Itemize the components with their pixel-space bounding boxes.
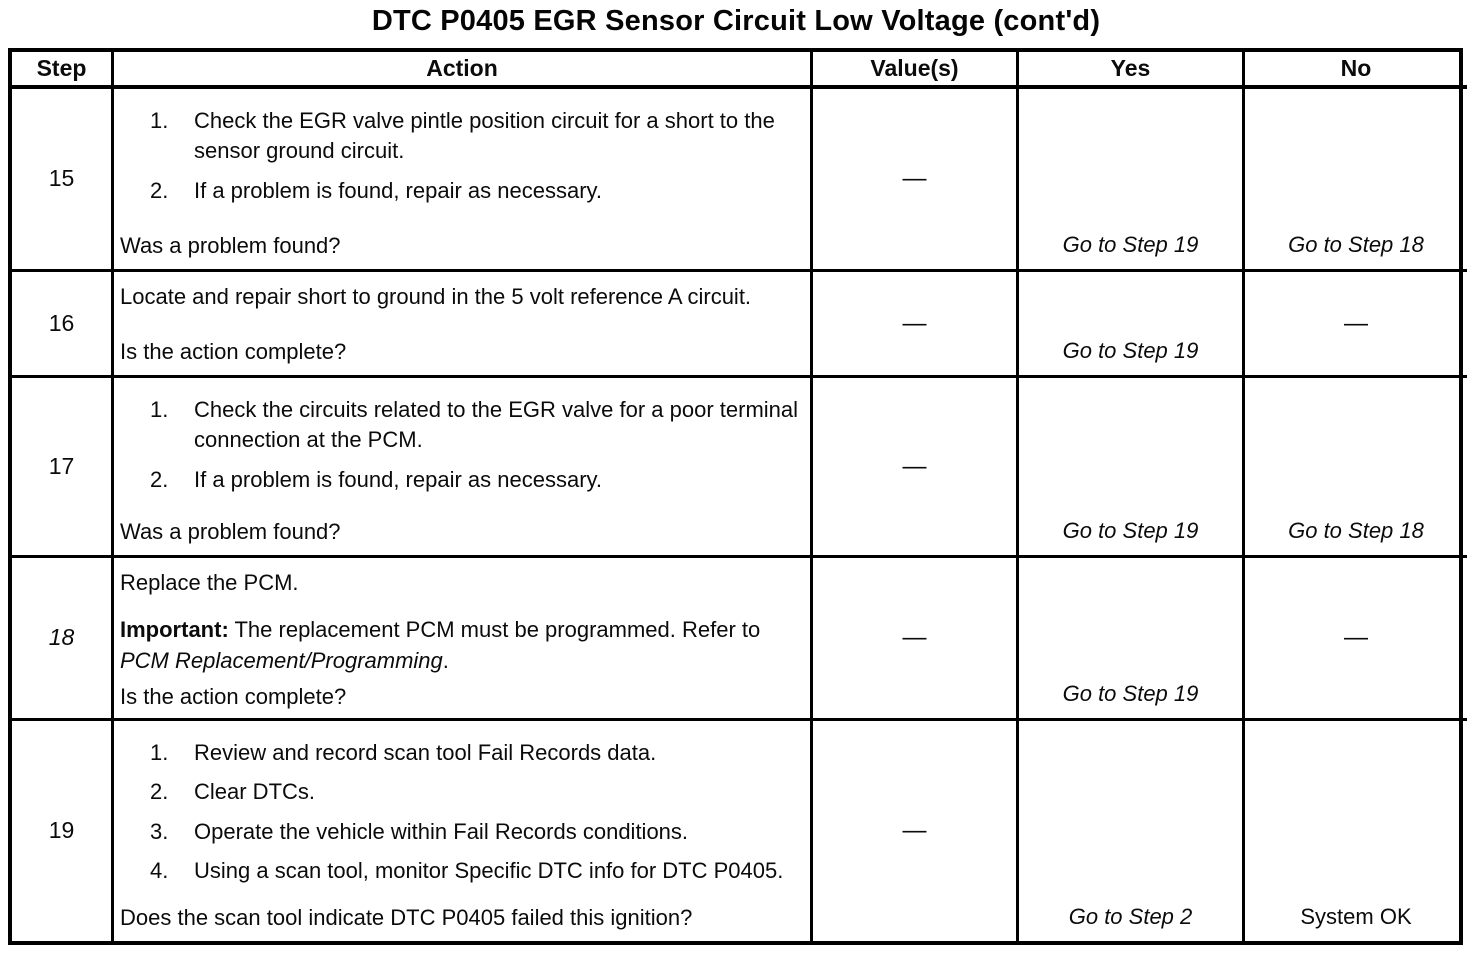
- step-cell-19: 19: [12, 721, 114, 941]
- list-item: 1. Check the EGR valve pintle position c…: [120, 106, 800, 167]
- step-cell-18: 18: [12, 558, 114, 721]
- step-question: Does the scan tool indicate DTC P0405 fa…: [120, 904, 693, 930]
- list-item-number: 1.: [150, 108, 169, 133]
- action-cell-17: 1. Check the circuits related to the EGR…: [114, 378, 813, 558]
- step-question: Was a problem found?: [120, 232, 341, 258]
- step-cell-17: 17: [12, 378, 114, 558]
- action-paragraph: Locate and repair short to ground in the…: [120, 284, 752, 309]
- action-cell-15: 1. Check the EGR valve pintle position c…: [114, 89, 813, 272]
- no-cell-16: —: [1245, 272, 1467, 378]
- yes-cell-19: Go to Step 2: [1019, 721, 1245, 941]
- list-item-number: 2.: [150, 779, 169, 805]
- list-item-number: 3.: [150, 818, 169, 844]
- list-item: 2. If a problem is found, repair as nece…: [120, 465, 800, 495]
- action-cell-16: Locate and repair short to ground in the…: [114, 272, 813, 378]
- value-cell-16: —: [813, 272, 1019, 378]
- step-cell-15: 15: [12, 89, 114, 272]
- step-question: Was a problem found?: [120, 518, 341, 544]
- yes-cell-17: Go to Step 19: [1019, 378, 1245, 558]
- important-note: Important: The replacement PCM must be p…: [120, 615, 800, 676]
- list-item: 1. Check the circuits related to the EGR…: [120, 395, 800, 456]
- action-cell-19: 1. Review and record scan tool Fail Reco…: [114, 721, 813, 941]
- list-item-number: 1.: [150, 397, 169, 422]
- list-item-text: Using a scan tool, monitor Specific DTC …: [194, 858, 784, 884]
- list-item-number: 2.: [150, 466, 169, 492]
- header-no: No: [1245, 52, 1467, 89]
- list-item-text: If a problem is found, repair as necessa…: [194, 466, 603, 492]
- important-period: .: [442, 647, 449, 673]
- no-cell-17: Go to Step 18: [1245, 378, 1467, 558]
- step-question: Is the action complete?: [120, 338, 347, 364]
- no-cell-15: Go to Step 18: [1245, 89, 1467, 272]
- list-item-text: Check the circuits related to the EGR va…: [194, 397, 799, 453]
- value-cell-17: —: [813, 378, 1019, 558]
- diagnostic-table: Step Action Value(s) Yes No 15 1. Check …: [8, 48, 1467, 945]
- important-reference: PCM Replacement/Programming: [120, 647, 443, 673]
- list-item-text: Review and record scan tool Fail Records…: [194, 740, 657, 765]
- list-item: 2. Clear DTCs.: [120, 777, 800, 807]
- list-item: 1. Review and record scan tool Fail Reco…: [120, 738, 800, 768]
- action-paragraph: Replace the PCM.: [120, 570, 299, 595]
- no-cell-19: System OK: [1300, 903, 1412, 929]
- list-item: 4. Using a scan tool, monitor Specific D…: [120, 856, 800, 886]
- important-label: Important:: [120, 617, 229, 643]
- list-item: 2. If a problem is found, repair as nece…: [120, 176, 800, 206]
- value-cell-15: —: [813, 89, 1019, 272]
- value-cell-18: —: [813, 558, 1019, 721]
- yes-cell-16: Go to Step 19: [1019, 272, 1245, 378]
- yes-cell-18: Go to Step 19: [1019, 558, 1245, 721]
- header-values: Value(s): [813, 52, 1019, 89]
- header-step: Step: [12, 52, 114, 89]
- list-item-text: Clear DTCs.: [194, 779, 316, 805]
- list-item-text: If a problem is found, repair as necessa…: [194, 177, 603, 203]
- important-text: The replacement PCM must be programmed. …: [228, 617, 761, 643]
- header-action: Action: [114, 52, 813, 89]
- no-cell-18: —: [1245, 558, 1467, 721]
- step-question: Is the action complete?: [120, 684, 347, 710]
- list-item-number: 1.: [150, 740, 169, 765]
- page-title: DTC P0405 EGR Sensor Circuit Low Voltage…: [371, 5, 1101, 37]
- list-item-text: Operate the vehicle within Fail Records …: [194, 818, 689, 844]
- list-item: 3. Operate the vehicle within Fail Recor…: [120, 817, 800, 847]
- value-cell-19: —: [813, 721, 1019, 941]
- list-item-number: 4.: [150, 858, 169, 884]
- yes-cell-15: Go to Step 19: [1019, 89, 1245, 272]
- list-item-text: Check the EGR valve pintle position circ…: [194, 108, 775, 164]
- header-yes: Yes: [1019, 52, 1245, 89]
- action-cell-18: Replace the PCM. Important: The replacem…: [114, 558, 813, 721]
- list-item-number: 2.: [150, 177, 169, 203]
- step-cell-16: 16: [12, 272, 114, 378]
